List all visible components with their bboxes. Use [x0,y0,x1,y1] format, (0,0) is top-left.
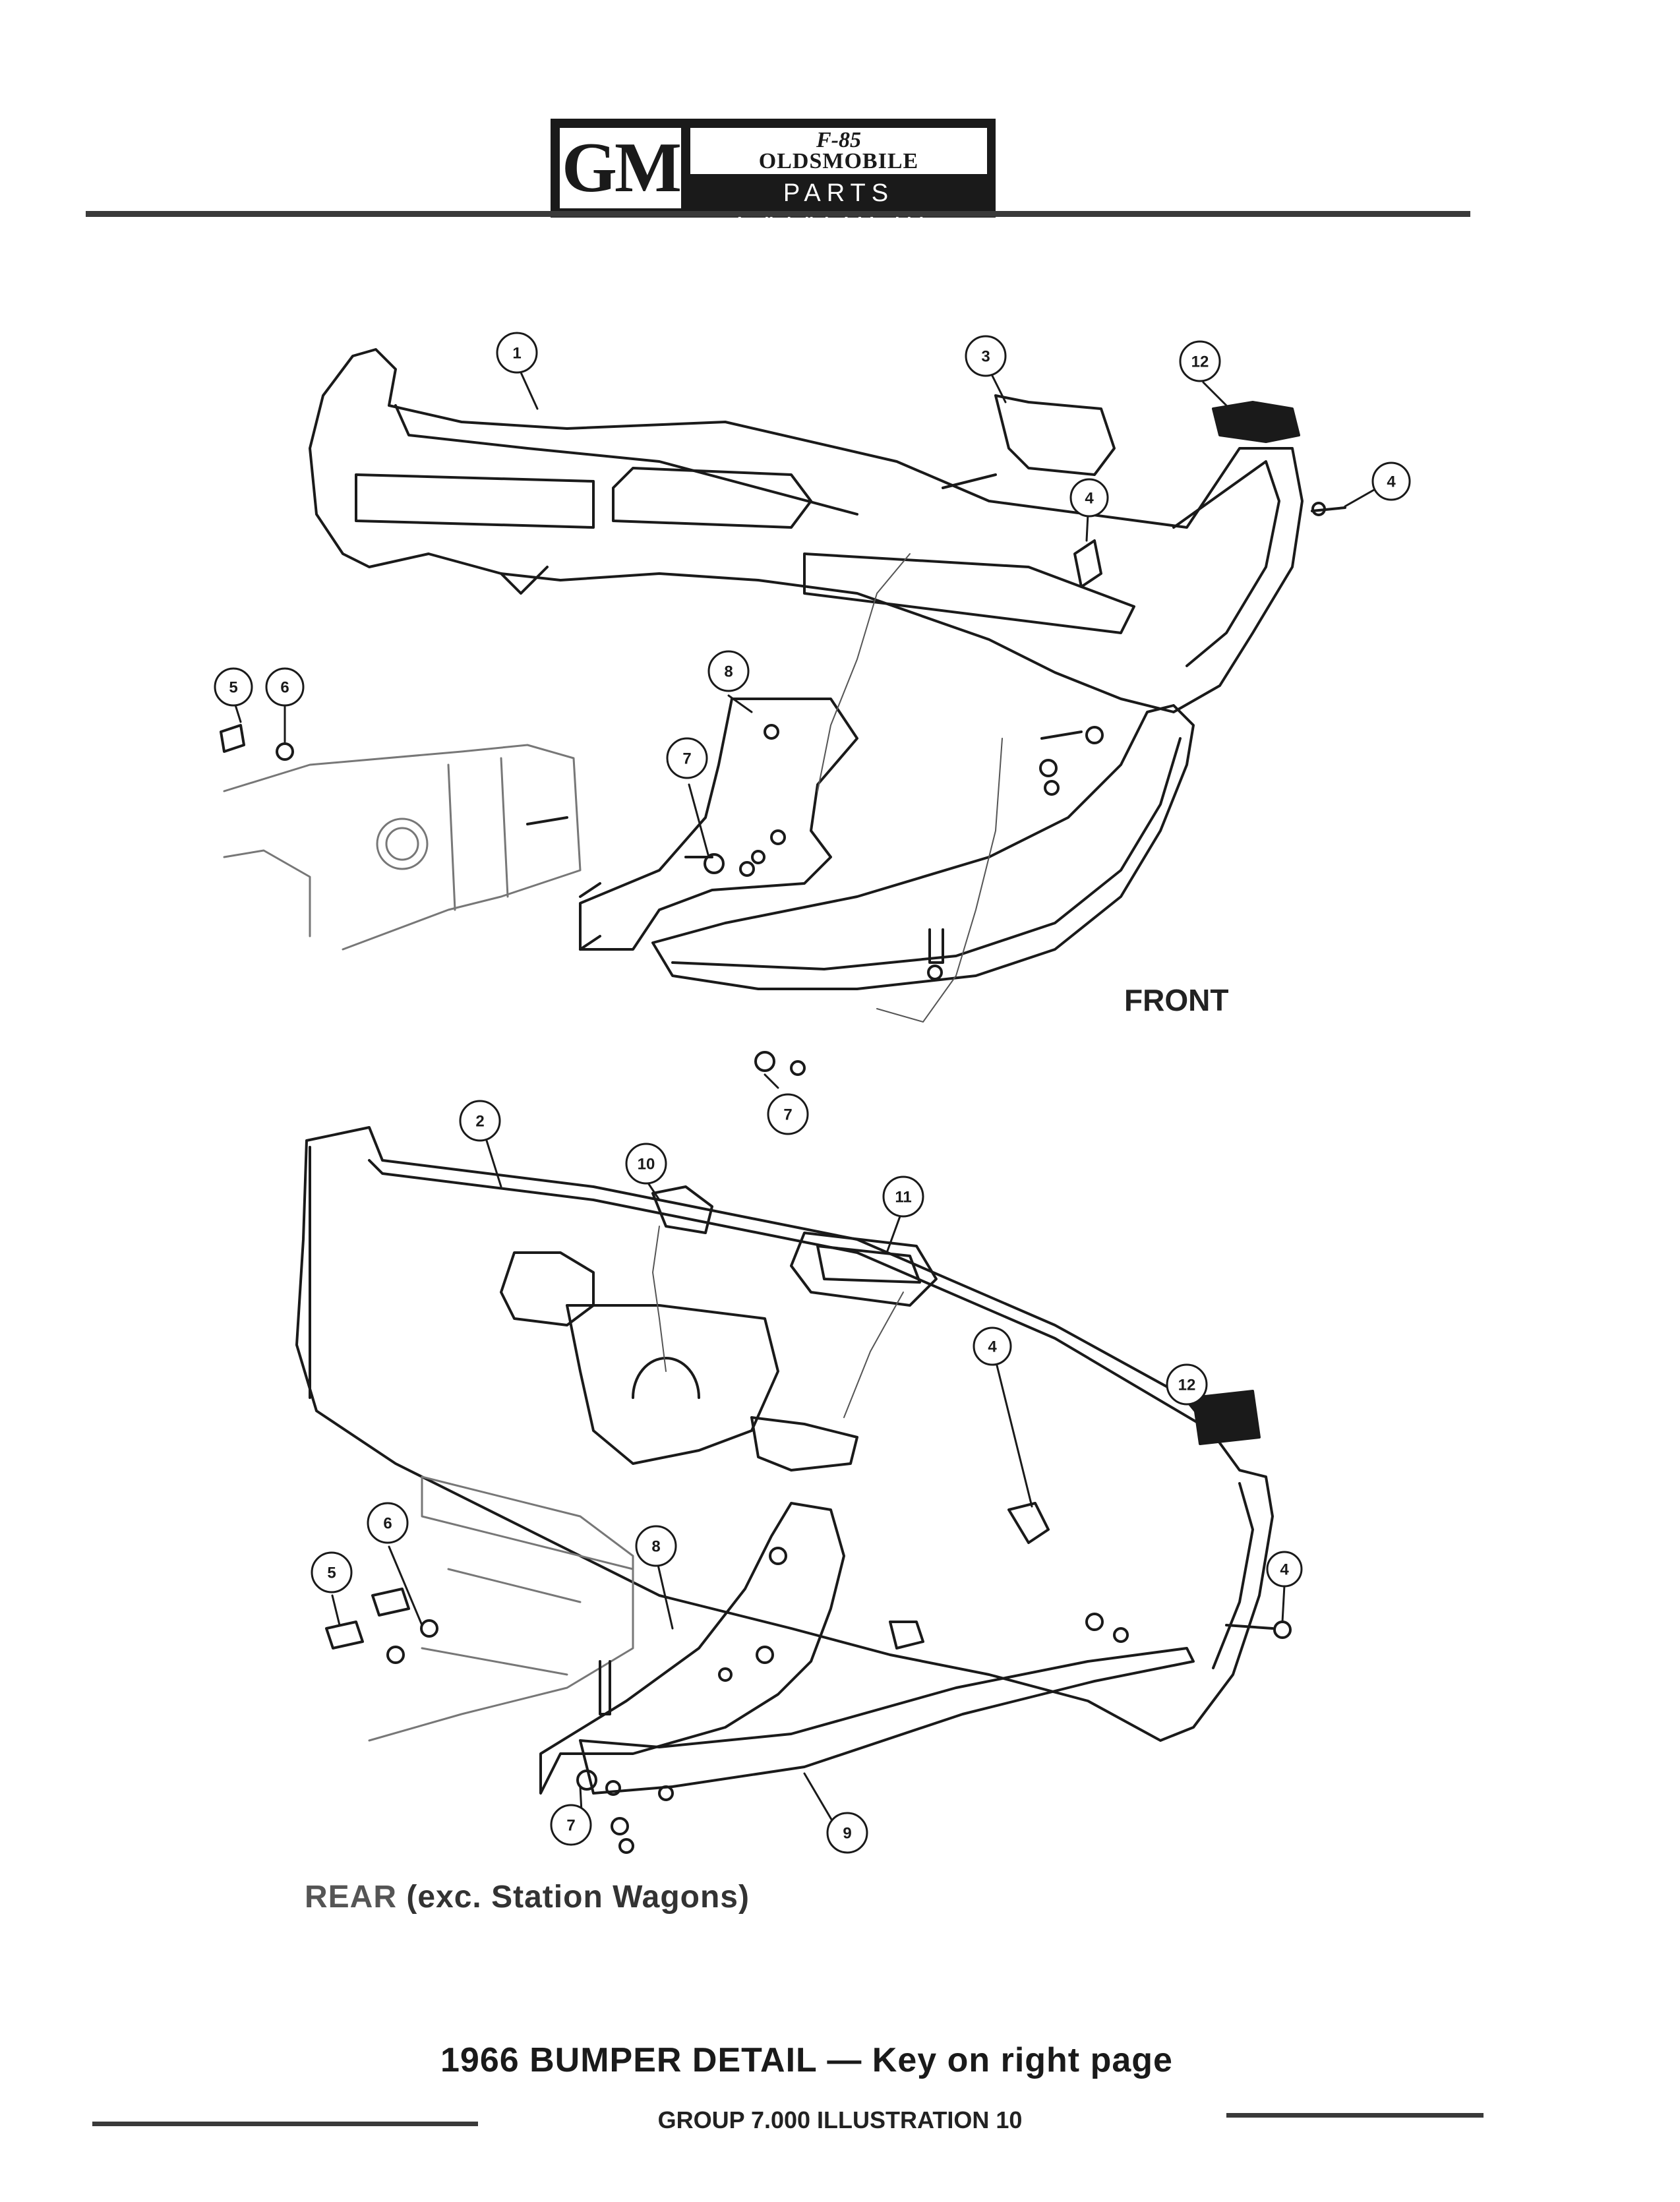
front-bumper-guard-pad [1212,401,1300,443]
front-frame-rail [223,744,582,951]
callout-front-6 [265,667,305,707]
callout-front-7b [767,1093,809,1135]
make-name: OLDSMOBILE [758,149,919,173]
callout-rear-7 [550,1804,592,1846]
footer-rule-left [92,2122,478,2126]
rear-license-recess [500,1251,858,1472]
rear-label-sub: (exc. Station Wagons) [406,1880,750,1915]
callout-front-3 [965,335,1007,377]
callout-front-8 [707,650,750,692]
front-bracket [579,698,858,951]
callout-front-4b-label: 4 [1085,490,1094,508]
callout-rear-11-label: 11 [895,1189,911,1206]
front-bumper-bar [309,348,1304,713]
callout-rear-6-label: 6 [383,1515,392,1533]
gm-logo-text: GM [562,129,682,207]
rear-license-lamp [790,1232,938,1307]
callout-rear-6 [367,1502,409,1544]
header-rule [86,211,1470,217]
callout-rear-7-label: 7 [566,1817,575,1835]
rear-label-main: REAR [305,1880,398,1915]
rear-bumper-guard-pad [1192,1390,1261,1445]
callout-front-1 [496,332,538,374]
callout-rear-2-label: 2 [475,1113,484,1131]
front-lower-brace [651,704,1195,990]
callout-front-8-label: 8 [724,663,733,681]
footer-rule-right [1226,2113,1484,2118]
callout-rear-4b-label: 4 [1280,1561,1289,1579]
callout-front-5 [214,667,253,707]
catalogue-header-logo: GM F-85 OLDSMOBILE PARTS CATALOGUE [551,119,996,235]
callout-rear-10 [625,1143,667,1185]
callout-front-5-label: 5 [229,679,237,697]
callout-rear-5 [311,1551,353,1593]
callout-rear-4b [1266,1551,1303,1588]
callout-front-3-label: 3 [981,348,990,366]
rear-frame-rail [368,1475,634,1742]
callout-rear-9 [826,1812,868,1854]
callout-rear-2 [459,1100,501,1142]
callout-front-12-label: 12 [1191,353,1209,371]
rear-section-label: REAR (exc. Station Wagons) [305,1879,750,1915]
group-illustration-ref: GROUP 7.000 ILLUSTRATION 10 [657,2106,1023,2133]
front-hood-latch [994,394,1116,476]
callout-rear-8 [635,1525,677,1567]
front-section-label: FRONT [1124,983,1229,1017]
callout-rear-11 [882,1175,924,1218]
callout-front-12 [1179,340,1221,382]
callout-front-7a [666,737,708,779]
rear-bracket [539,1502,845,1795]
callout-rear-8-label: 8 [651,1538,660,1556]
callout-front-1-label: 1 [512,345,521,363]
callout-front-6-label: 6 [280,679,289,697]
callout-rear-9-label: 9 [843,1825,851,1843]
rear-bumper-bar [295,1126,1274,1742]
callout-rear-4a [973,1326,1012,1366]
callout-rear-10-label: 10 [638,1156,655,1174]
callout-rear-12 [1166,1363,1208,1406]
callout-front-4a [1371,461,1411,501]
gm-logo: GM [560,128,682,208]
callout-rear-4a-label: 4 [988,1338,997,1356]
front-hardware [220,394,1346,1076]
callout-front-7b-label: 7 [783,1106,792,1124]
model-tile: F-85 OLDSMOBILE [690,128,987,174]
illustration-caption: 1966 BUMPER DETAIL — Key on right page [440,2041,1173,2079]
rear-trunk-lock [651,1185,713,1234]
rear-hardware [325,1185,1292,1854]
callout-front-4a-label: 4 [1387,473,1396,491]
rear-brace [579,1647,1195,1795]
callout-rear-5-label: 5 [327,1564,336,1582]
callout-front-7a-label: 7 [682,750,691,768]
callout-rear-12-label: 12 [1178,1377,1196,1394]
callout-front-4b [1069,478,1109,518]
rear-leader-lines [331,1139,1286,1831]
model-name: F-85 [816,128,861,152]
